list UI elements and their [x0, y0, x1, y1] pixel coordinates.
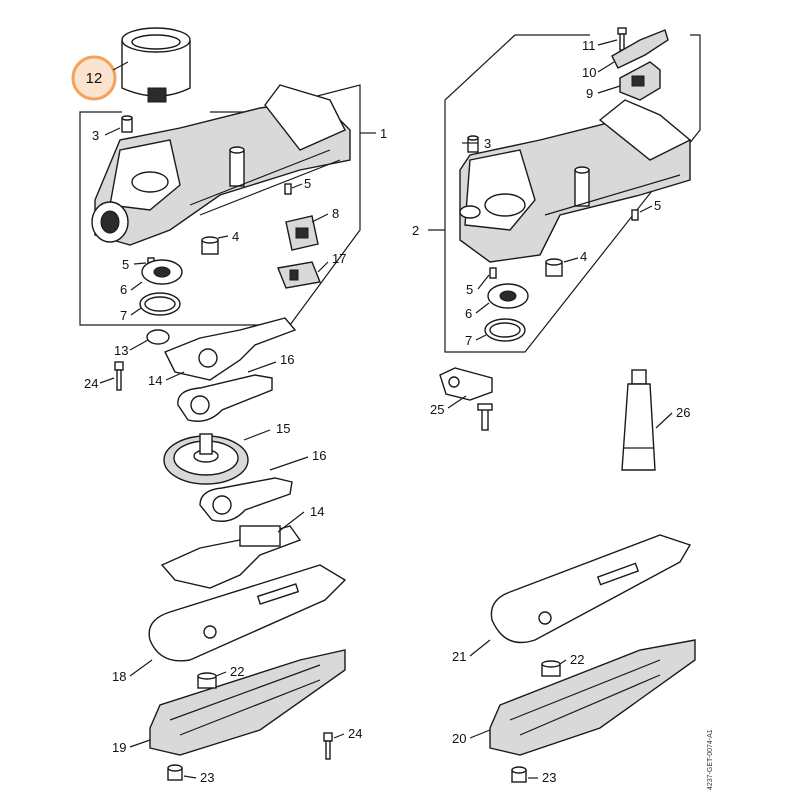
- part-23-plug-left[interactable]: [167, 764, 183, 781]
- part-20-base-plate[interactable]: [489, 639, 696, 756]
- part-16-rod-lower[interactable]: [199, 477, 293, 522]
- part-18-gasket[interactable]: [148, 564, 347, 662]
- callout-9: 9: [586, 86, 593, 101]
- part-14-plate-upper[interactable]: [164, 317, 297, 381]
- callout-21: 21: [452, 649, 466, 664]
- part-5-dowel-a[interactable]: [284, 183, 292, 195]
- callout-22-left: 22: [230, 664, 244, 679]
- callout-label-12: 12: [86, 70, 103, 87]
- callout-5-b: 5: [122, 257, 129, 272]
- part-16-rod-upper[interactable]: [177, 374, 273, 422]
- callout-8: 8: [332, 206, 339, 221]
- callout-16-upper: 16: [280, 352, 294, 367]
- callout-6-left: 6: [120, 282, 127, 297]
- part-15-gear[interactable]: [163, 433, 249, 485]
- callout-12-highlight[interactable]: 12: [71, 55, 117, 101]
- callout-3-left: 3: [92, 128, 99, 143]
- callout-labels: 1 2 3 3 4 4 5 5 5 5 6 6 7 7 8 9 10 11 13…: [84, 38, 690, 785]
- part-22-bushing-left[interactable]: [197, 672, 217, 689]
- callout-4-left: 4: [232, 229, 239, 244]
- part-7-ring-right[interactable]: [484, 318, 526, 342]
- part-6-bearing-right[interactable]: [487, 283, 529, 309]
- callout-16-lower: 16: [312, 448, 326, 463]
- part-3-pin-right[interactable]: [467, 135, 479, 153]
- part-8-clip[interactable]: [285, 215, 319, 251]
- part-7-ring-left[interactable]: [139, 292, 181, 316]
- part-26-grease-tube[interactable]: [621, 369, 656, 471]
- callout-3-right: 3: [484, 136, 491, 151]
- callout-24-upper: 24: [84, 376, 98, 391]
- highlight-ring-icon: [71, 55, 117, 101]
- callout-2: 2: [412, 223, 419, 238]
- part-24-screw-lower[interactable]: [323, 732, 333, 760]
- callout-14-upper: 14: [148, 373, 162, 388]
- callout-15: 15: [276, 421, 290, 436]
- part-22-bushing-right[interactable]: [541, 660, 561, 677]
- callout-5-d: 5: [466, 282, 473, 297]
- callout-17: 17: [332, 251, 346, 266]
- callout-25: 25: [430, 402, 444, 417]
- callout-5-a: 5: [304, 176, 311, 191]
- callout-24-lower: 24: [348, 726, 362, 741]
- callout-23-left: 23: [200, 770, 214, 785]
- part-14-plate-lower[interactable]: [160, 525, 302, 589]
- part-12-cap[interactable]: [121, 27, 191, 103]
- part-17-clamp[interactable]: [277, 261, 321, 289]
- callout-5-c: 5: [654, 198, 661, 213]
- part-5-dowel-c[interactable]: [631, 209, 639, 221]
- part-3-pin-left[interactable]: [121, 115, 133, 133]
- callout-20: 20: [452, 731, 466, 746]
- callout-18: 18: [112, 669, 126, 684]
- callout-13: 13: [114, 343, 128, 358]
- drawing-code: 4237-GET-0074-A1: [707, 729, 714, 790]
- part-11-screw[interactable]: [617, 27, 627, 51]
- callout-23-right: 23: [542, 770, 556, 785]
- callout-6-right: 6: [465, 306, 472, 321]
- callout-26: 26: [676, 405, 690, 420]
- part-21-gasket[interactable]: [490, 534, 692, 644]
- callout-7-left: 7: [120, 308, 127, 323]
- part-1-gear-housing[interactable]: [91, 84, 351, 246]
- part-6-bearing-left[interactable]: [141, 259, 183, 285]
- part-4-bushing-left[interactable]: [201, 236, 219, 255]
- callout-1: 1: [380, 126, 387, 141]
- part-19-base-plate[interactable]: [149, 649, 346, 756]
- part-23-plug-right[interactable]: [511, 766, 527, 783]
- callout-22-right: 22: [570, 652, 584, 667]
- callout-19: 19: [112, 740, 126, 755]
- callout-14-lower: 14: [310, 504, 324, 519]
- part-10-plate[interactable]: [611, 29, 669, 69]
- part-24-screw-upper[interactable]: [114, 361, 124, 391]
- part-25-bracket[interactable]: [439, 367, 493, 431]
- part-2-gear-housing[interactable]: [459, 99, 692, 263]
- right-assembly-frame: [444, 34, 701, 353]
- part-13-circlip[interactable]: [146, 329, 170, 345]
- callout-11: 11: [582, 38, 596, 53]
- callout-10: 10: [582, 65, 596, 80]
- part-4-bushing-right[interactable]: [545, 258, 563, 277]
- part-5-dowel-d[interactable]: [489, 267, 497, 279]
- callout-7-right: 7: [465, 333, 472, 348]
- leader-lines: [99, 39, 673, 779]
- part-9-bracket[interactable]: [619, 61, 661, 101]
- left-assembly-frame: [79, 111, 162, 326]
- callout-4-right: 4: [580, 249, 587, 264]
